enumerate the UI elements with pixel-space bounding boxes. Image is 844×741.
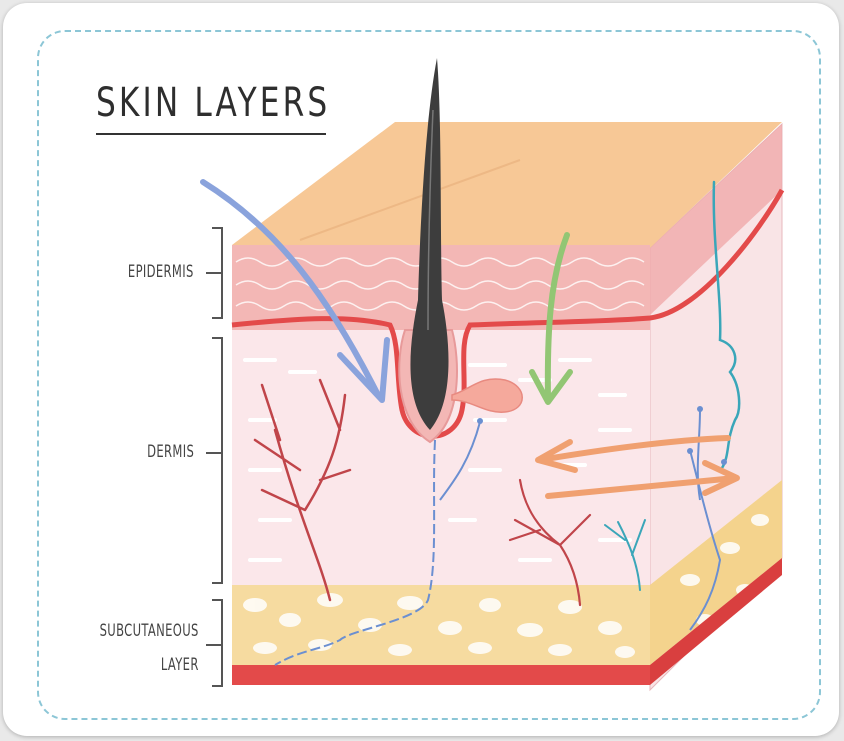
nerve-end-3 xyxy=(697,406,703,412)
label-subcutaneous-line2: LAYER xyxy=(100,648,199,682)
bottom-red-band xyxy=(232,665,650,685)
diagram-title: SKIN LAYERS xyxy=(96,80,275,126)
label-epidermis: EPIDERMIS xyxy=(128,262,194,282)
nerve-end-2 xyxy=(687,448,693,454)
bracket-epidermis xyxy=(206,228,222,318)
bracket-subcutaneous xyxy=(206,600,222,686)
bracket-dermis xyxy=(206,338,222,583)
nerve-end-4 xyxy=(721,459,727,465)
label-subcutaneous-line1: SUBCUTANEOUS xyxy=(100,614,199,648)
layer-brackets xyxy=(206,228,222,686)
label-dermis: DERMIS xyxy=(147,442,194,462)
title-underline xyxy=(96,133,326,135)
label-subcutaneous: SUBCUTANEOUS LAYER xyxy=(100,614,199,682)
nerve-end-1 xyxy=(477,418,483,424)
